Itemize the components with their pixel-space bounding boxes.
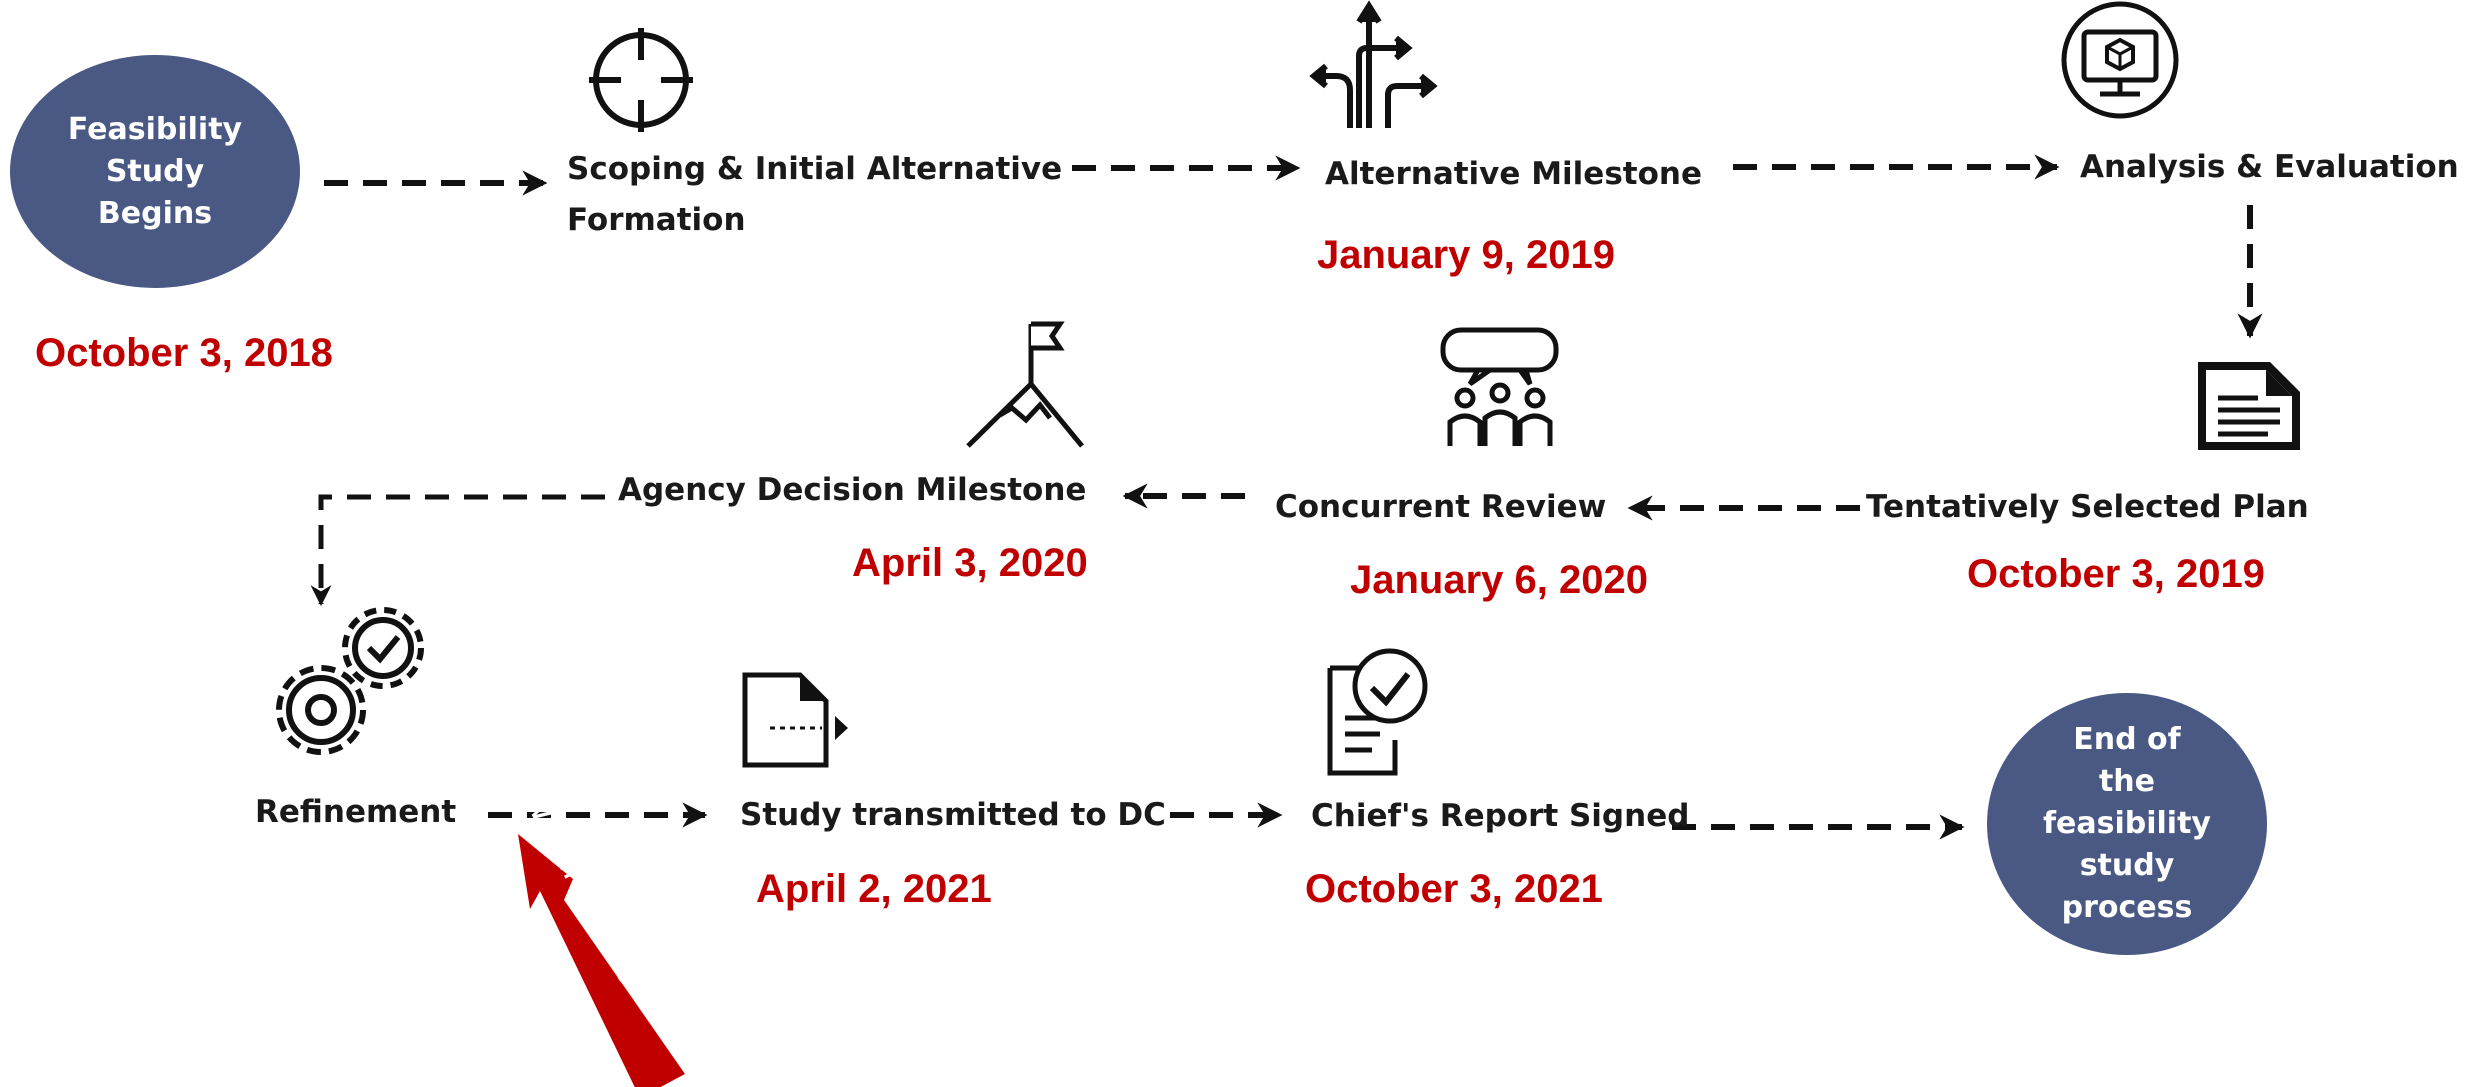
agency-decision-milestone-date: April 3, 2020 (852, 541, 1088, 585)
scoping-label-line1: Scoping & Initial Alternative (567, 151, 1063, 187)
agency-decision-milestone-label: Agency Decision Milestone (618, 472, 1087, 508)
study-transmitted-label: Study transmitted to DC (740, 797, 1166, 833)
alternative-milestone-label: Alternative Milestone (1325, 156, 1702, 192)
start-circle: Feasibility Study Begins (10, 55, 300, 288)
tentatively-selected-plan-label: Tentatively Selected Plan (1866, 489, 2309, 525)
start-date: October 3, 2018 (35, 331, 333, 375)
study-transmitted-date: April 2, 2021 (756, 867, 992, 911)
end-circle-text: End of the feasibility study process (2042, 722, 2211, 925)
arrow-agency-to-refinement (310, 494, 605, 607)
signed-report-icon (1327, 648, 1428, 776)
chiefs-report-date: October 3, 2021 (1305, 867, 1603, 911)
computer-analysis-icon (2061, 1, 2179, 119)
document-icon (2198, 362, 2300, 450)
end-circle: End of the feasibility study process (1987, 693, 2267, 955)
concurrent-review-label: Concurrent Review (1275, 489, 1607, 525)
alternative-milestone-date: January 9, 2019 (1317, 233, 1615, 277)
group-discussion-icon (1440, 327, 1559, 446)
file-transmit-icon (742, 672, 848, 768)
target-icon (589, 28, 693, 132)
we-are-here-pointer (518, 834, 685, 1087)
chiefs-report-label: Chief's Report Signed (1311, 798, 1690, 834)
mountain-flag-icon (966, 321, 1084, 448)
scoping-label-line2: Formation (567, 202, 746, 238)
tentatively-selected-plan-date: October 3, 2019 (1967, 552, 2265, 596)
concurrent-review-date: January 6, 2020 (1350, 558, 1648, 602)
gears-icon (276, 607, 424, 755)
refinement-label: Refinement (255, 794, 457, 830)
branching-arrows-icon (1309, 0, 1438, 128)
analysis-evaluation-label: Analysis & Evaluation (2080, 149, 2459, 185)
start-circle-text: Feasibility Study Begins (67, 111, 243, 231)
